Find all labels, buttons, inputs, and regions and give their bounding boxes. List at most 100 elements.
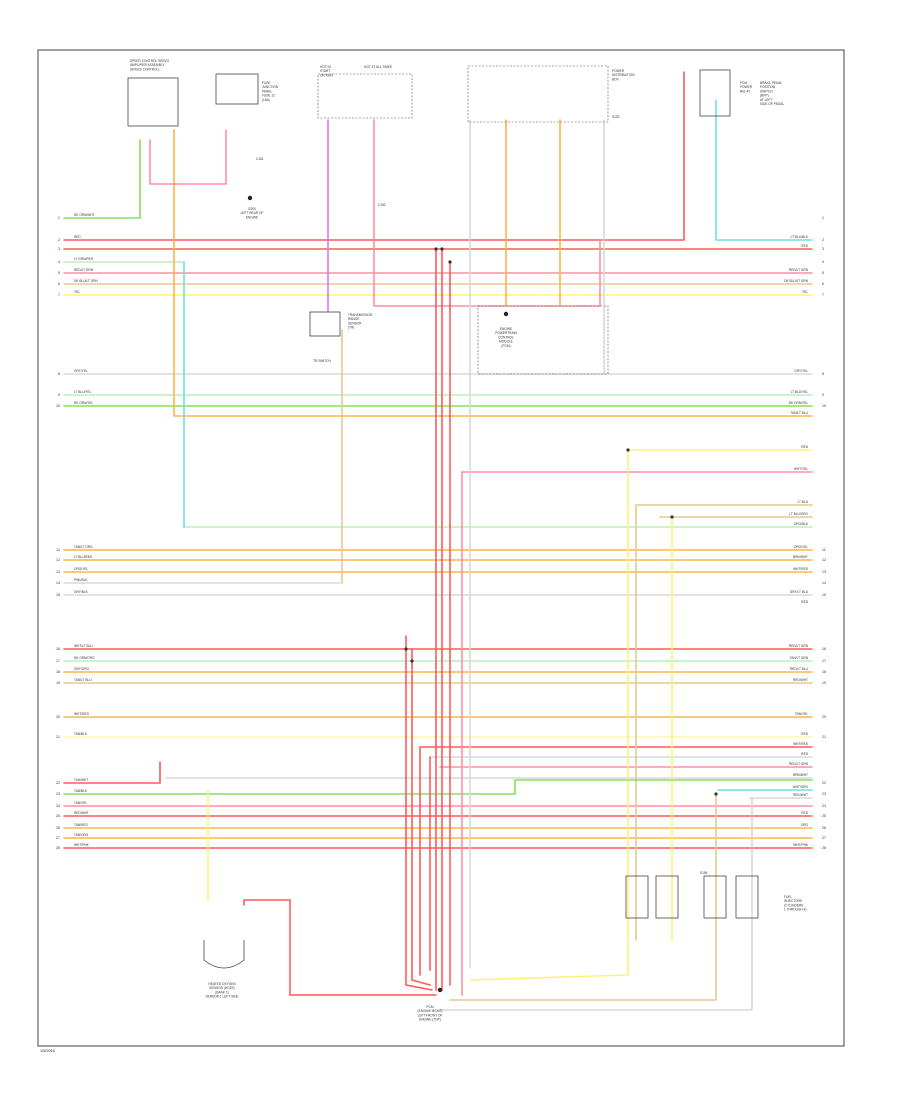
wire-label-left: LT BLU/YEL bbox=[74, 390, 92, 394]
wire-label-right: YEL bbox=[802, 290, 808, 294]
wire-label-right: RED/WHT bbox=[793, 793, 808, 797]
connector-pin-left: 19 bbox=[56, 681, 60, 685]
connector-pin-right: 21 bbox=[822, 735, 826, 739]
vertical-wire-25 bbox=[449, 793, 717, 1001]
vertical-wire-9 bbox=[715, 99, 813, 241]
wire-label-right: RED bbox=[801, 752, 808, 756]
connector-pin-left: 21 bbox=[56, 735, 60, 739]
vertical-wire-18 bbox=[405, 635, 433, 991]
wire-label-right: LT BLU/BLK bbox=[791, 235, 809, 239]
wire-label-right: WHT/RED bbox=[793, 567, 809, 571]
diagram-frame bbox=[37, 49, 845, 1047]
wire-label-right: ORG bbox=[801, 823, 809, 827]
connector-pin-right: 4 bbox=[822, 260, 824, 264]
connector-pin-right: 10 bbox=[822, 404, 826, 408]
connector-pin-left: 24 bbox=[56, 804, 60, 808]
connector-pin-right: 28 bbox=[822, 846, 826, 850]
wire-label-right: BRN/WHT bbox=[793, 773, 808, 777]
wire-label-left: DK GRN/YEL bbox=[74, 401, 94, 405]
fuse-junction-box bbox=[215, 73, 259, 105]
component-label-mid-switch-2: TR SWITCH bbox=[313, 359, 331, 363]
connector-pin-right: 25 bbox=[822, 814, 826, 818]
wire-label-left: TAN/BLK bbox=[74, 732, 88, 736]
connector-pin-right: 13 bbox=[822, 570, 826, 574]
wire-label-left: TAN/BLK bbox=[74, 789, 88, 793]
splice-dot bbox=[410, 659, 414, 663]
wire-label-left: WHT/RED bbox=[74, 712, 90, 716]
speed-control-switch-box bbox=[127, 77, 179, 127]
connector-pin-left: 27 bbox=[56, 836, 60, 840]
connector-pin-left: 3 bbox=[58, 247, 60, 251]
wire-label-left: DK BLU/LT GRN bbox=[74, 279, 98, 283]
connector-pin-right: 11 bbox=[822, 548, 826, 552]
wire-label-left: GRY/ORG bbox=[74, 667, 90, 671]
component-label-fuse-box-3: HOT AT ALL TIMES bbox=[364, 65, 392, 69]
connector-pin-left: 1 bbox=[58, 216, 60, 220]
wire-label-right: TAN/YEL bbox=[795, 712, 808, 716]
fuel-injector-1-box bbox=[625, 875, 649, 919]
vertical-wire-4 bbox=[149, 129, 227, 185]
connector-pin-right: 9 bbox=[822, 393, 824, 397]
connector-pin-right: 18 bbox=[822, 670, 826, 674]
wire-label-right: GRY/YEL bbox=[794, 369, 808, 373]
wire-label-left: WHT/LT BLU bbox=[74, 644, 93, 648]
fuel-injector-3-box bbox=[703, 875, 727, 919]
wire-label-left: ORG/YEL bbox=[74, 567, 88, 571]
connector-pin-right: 5 bbox=[822, 271, 824, 275]
wire-label-left: TAN/RED bbox=[74, 823, 88, 827]
splice-dot bbox=[448, 260, 452, 264]
fuel-injector-4-box bbox=[735, 875, 759, 919]
connector-pin-left: 13 bbox=[56, 570, 60, 574]
connector-pin-left: 14 bbox=[56, 581, 60, 585]
wire-label-right: TAN/LT GRN bbox=[790, 656, 809, 660]
connector-pin-left: 9 bbox=[58, 393, 60, 397]
wire-label-right: RED/LT GRN bbox=[789, 268, 809, 272]
hot-in-start-fuse-box bbox=[317, 73, 413, 119]
connector-pin-right: 23 bbox=[822, 792, 826, 796]
wire-label-left: LT BLU/RED bbox=[74, 555, 93, 559]
engine-pcm-box bbox=[477, 305, 609, 375]
connector-pin-left: 18 bbox=[56, 670, 60, 674]
wire-label-left: PNK/BLK bbox=[74, 578, 88, 582]
connector-pin-left: 12 bbox=[56, 558, 60, 562]
wire-label-right: RED/WHT bbox=[793, 678, 808, 682]
wire-label-right: RED/LT GRN bbox=[789, 644, 809, 648]
wire-label-right: LT BLU bbox=[797, 500, 808, 504]
wire-label-left: TAN/WHT bbox=[74, 778, 88, 782]
wire-label-left: YEL bbox=[74, 290, 80, 294]
vertical-wire-19 bbox=[411, 648, 431, 986]
vertical-wire-26 bbox=[439, 797, 753, 1011]
wire-label-left: RED bbox=[74, 235, 81, 239]
wire-layer bbox=[63, 71, 813, 1011]
connector-pin-right: 19 bbox=[822, 681, 826, 685]
wire-label-right: ORG/BLK bbox=[794, 522, 809, 526]
connector-pin-left: 20 bbox=[56, 715, 60, 719]
connector-pin-right: 20 bbox=[822, 715, 826, 719]
connector-pin-right: 16 bbox=[822, 647, 826, 651]
connector-pin-left: 10 bbox=[56, 404, 60, 408]
connector-pin-right: 24 bbox=[822, 804, 826, 808]
wire-label-right: RED bbox=[801, 244, 808, 248]
wire-label-right: RED bbox=[801, 600, 808, 604]
connector-pin-right: 2 bbox=[822, 238, 824, 242]
connector-pin-left: 8 bbox=[58, 372, 60, 376]
power-distribution-box bbox=[467, 65, 609, 123]
wire-label-left: WHT/PNK bbox=[74, 843, 90, 847]
wire-label-right: ORG/YEL bbox=[794, 545, 808, 549]
wire-label-left: GRY/BLK bbox=[74, 590, 89, 594]
ground-pcm-bottom-icon bbox=[437, 987, 443, 993]
connector-pin-right: 17 bbox=[822, 659, 826, 663]
wire-label-left: GRY/YEL bbox=[74, 369, 88, 373]
connector-pin-left: 7 bbox=[58, 293, 60, 297]
vertical-wire-22 bbox=[469, 449, 629, 981]
connector-pin-right: 15 bbox=[822, 593, 826, 597]
vertical-wire-30 bbox=[514, 779, 813, 795]
